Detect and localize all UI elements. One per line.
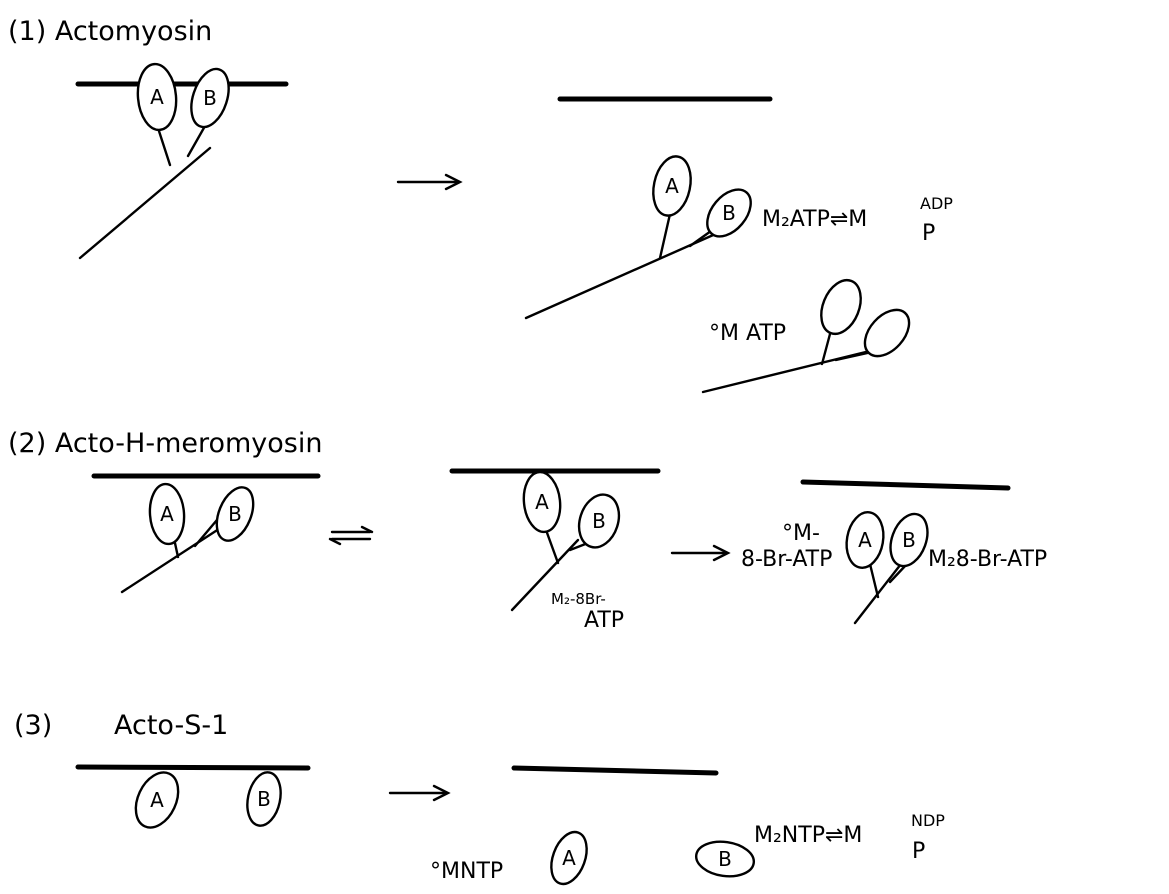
s3-head-a-left — [134, 771, 180, 829]
s3-head-b-right — [694, 840, 756, 878]
s2-head-a-right — [845, 511, 885, 569]
s1-head-a-label-left: A — [150, 85, 164, 109]
s3-head-a-label-left: A — [150, 788, 164, 812]
s2-equilibrium-arrow-forward-head — [360, 525, 374, 534]
s2-equilibrium-arrow-reverse-head — [328, 537, 342, 546]
s1-neck-b-left — [186, 124, 207, 158]
s1-head-a-lower — [820, 278, 862, 336]
s2-neck-b-right — [888, 563, 908, 584]
section-3-heading: Acto-S-1 — [114, 710, 228, 741]
s1-head-b-right — [706, 188, 752, 238]
s2-final-left-label-line2: 8-Br-ATP — [741, 547, 832, 572]
s2-head-a-middle — [522, 470, 562, 534]
s3-product-right-sub: P — [912, 839, 925, 864]
s3-reaction-arrow-head — [432, 784, 451, 802]
s2-reaction-arrow-head — [712, 544, 731, 562]
s2-myosin-tail-middle — [510, 538, 580, 612]
s1-reaction-arrow-head — [444, 173, 463, 191]
s1-myosin-tail-left — [78, 146, 212, 260]
s2-neck-a-right — [868, 562, 880, 599]
s1-head-a-label-right: A — [665, 174, 679, 198]
s2-myosin-tail-left — [120, 523, 227, 594]
s2-head-b-label-middle: B — [592, 509, 606, 533]
s2-final-right-label: M₂8-Br-ATP — [928, 547, 1047, 572]
s1-head-a-right — [652, 155, 692, 217]
s3-head-b-label-left: B — [257, 787, 271, 811]
s2-neck-a-middle — [544, 528, 560, 565]
s2-head-b-label-left: B — [228, 502, 242, 526]
s3-actin-filament-left — [75, 764, 311, 771]
s3-head-a-right — [550, 830, 588, 886]
s2-head-b-left — [215, 486, 255, 542]
s1-head-b-lower — [863, 308, 911, 358]
s2-head-a-label-middle: A — [535, 490, 549, 514]
s1-myosin-tail-right — [524, 230, 722, 320]
s1-head-a-left — [136, 62, 178, 132]
s3-head-b-left — [246, 771, 282, 827]
s2-actin-filament-right — [800, 479, 1011, 491]
s3-actin-filament-right — [511, 765, 719, 776]
s3-product-left-label: °MNTP — [430, 859, 503, 884]
s1-state-sub: P — [922, 221, 935, 246]
s2-head-a-label-left: A — [160, 502, 174, 526]
s1-head-b-left — [190, 67, 230, 129]
s2-intermediate-label-line1: M₂-8Br- — [551, 590, 606, 608]
s2-final-left-label-line1: °M- — [782, 521, 820, 546]
s3-head-b-label-right: B — [718, 847, 732, 871]
s1-head-b-label-left: B — [203, 86, 217, 110]
s3-head-a-label-right: A — [562, 846, 576, 870]
s2-head-b-middle — [577, 493, 621, 549]
s1-neck-a-lower — [820, 332, 832, 366]
section-3-heading-number: (3) — [14, 710, 52, 741]
s1-second-state-label: °M ATP — [709, 321, 786, 346]
s1-neck-b-lower — [834, 350, 874, 362]
s1-head-b-label-right: B — [722, 201, 736, 225]
s3-product-right-label: M₂NTP⇌M — [754, 823, 862, 848]
section-2-heading: (2) Acto-H-meromyosin — [8, 428, 322, 459]
s2-head-b-right — [889, 512, 929, 568]
s3-product-right-sup: NDP — [911, 811, 945, 830]
s2-head-a-label-right: A — [858, 528, 872, 552]
s2-head-b-label-right: B — [902, 528, 916, 552]
s1-neck-a-right — [658, 212, 672, 260]
s1-state-sup: ADP — [920, 194, 953, 213]
s2-head-a-left — [148, 482, 186, 546]
section-1-heading: (1) Actomyosin — [8, 16, 212, 47]
s1-neck-a-left — [156, 126, 172, 167]
s2-intermediate-label-line2: ATP — [584, 608, 624, 633]
s1-state-label: M₂ATP⇌M — [762, 207, 867, 232]
